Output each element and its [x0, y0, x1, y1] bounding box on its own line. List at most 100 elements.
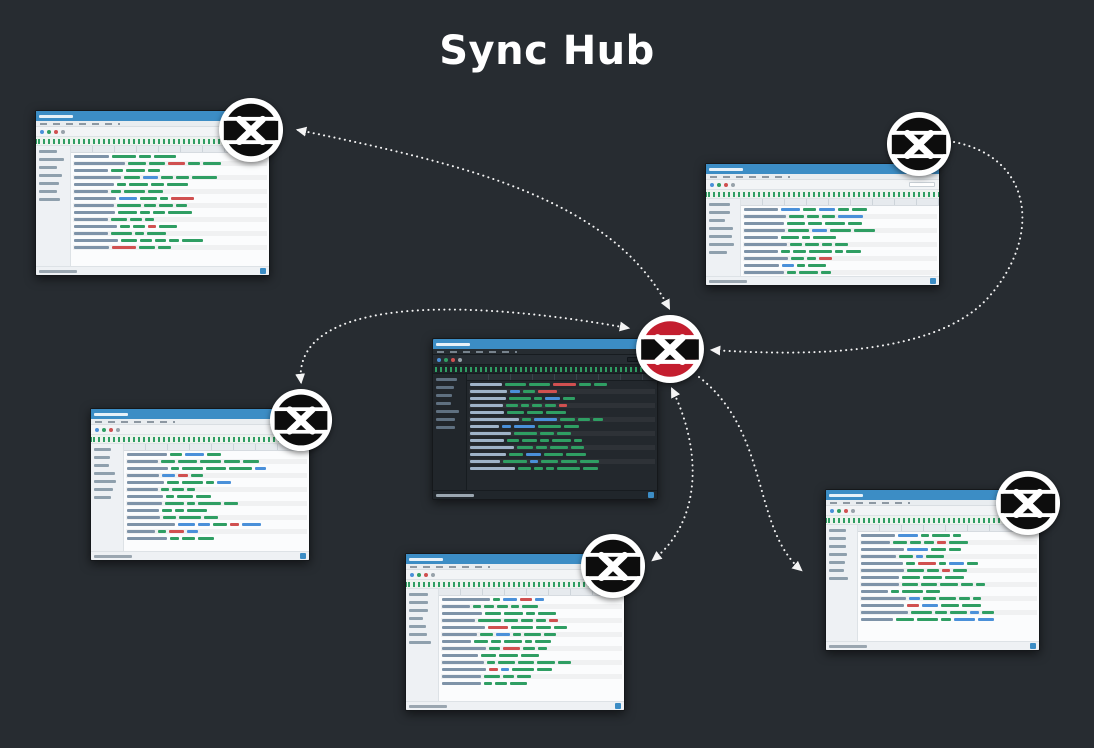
row-text-bar	[821, 243, 833, 246]
sidebar[interactable]	[91, 444, 124, 551]
row-text-bar	[860, 597, 906, 600]
window-center-hub[interactable]	[432, 338, 658, 500]
table-header[interactable]	[857, 525, 1039, 532]
row-text-bar	[570, 446, 584, 449]
row-text-bar	[548, 619, 558, 622]
sidebar-item	[436, 386, 454, 389]
row-text-bar	[206, 481, 214, 484]
toolbar-settings-icon[interactable]	[851, 508, 855, 513]
table-header[interactable]	[740, 199, 939, 206]
row-text-bar	[948, 548, 962, 551]
row-text-bar	[512, 668, 535, 671]
toolbar-stop-icon[interactable]	[109, 427, 113, 432]
sidebar[interactable]	[433, 374, 467, 490]
sync-badge-bottom-center[interactable]	[580, 533, 646, 599]
row-text-bar	[577, 418, 590, 421]
table-header[interactable]	[123, 444, 309, 451]
toolbar-add-icon[interactable]	[40, 129, 44, 134]
toolbar-stop-icon[interactable]	[54, 129, 58, 134]
toolbar-settings-icon[interactable]	[61, 129, 65, 134]
sidebar[interactable]	[706, 199, 741, 276]
table-row	[72, 245, 267, 250]
table-row	[860, 617, 1037, 622]
row-text-bar	[473, 605, 482, 608]
toolbar-start-icon[interactable]	[837, 508, 841, 513]
sidebar[interactable]	[406, 589, 439, 701]
row-text-bar	[907, 569, 924, 572]
row-text-bar	[818, 208, 835, 211]
row-text-bar	[441, 661, 485, 664]
sidebar-item	[409, 601, 429, 604]
toolbar-settings-icon[interactable]	[431, 572, 435, 577]
window-bottom-center[interactable]	[405, 553, 625, 711]
row-text-bar	[782, 264, 795, 267]
row-text-bar	[125, 169, 146, 172]
row-text-bar	[535, 598, 544, 601]
sidebar[interactable]	[36, 146, 71, 266]
row-text-bar	[559, 404, 567, 407]
badge-slit-top	[641, 335, 699, 340]
toolbar-settings-icon[interactable]	[458, 357, 462, 362]
toolbar-start-icon[interactable]	[47, 129, 51, 134]
row-text-bar	[921, 583, 938, 586]
toolbar-start-icon[interactable]	[444, 357, 448, 362]
row-text-bar	[495, 633, 510, 636]
row-text-bar	[977, 618, 995, 621]
search-box[interactable]	[909, 182, 935, 187]
row-text-bar	[469, 383, 502, 386]
table-row	[468, 431, 655, 436]
sync-badge-center-hub[interactable]	[635, 314, 705, 384]
table-row	[469, 410, 655, 415]
table-header[interactable]	[438, 589, 624, 596]
row-text-bar	[148, 225, 157, 228]
toolbar-stop-icon[interactable]	[451, 357, 455, 362]
toolbar-add-icon[interactable]	[710, 182, 714, 187]
toolbar-stop-icon[interactable]	[424, 572, 428, 577]
table-header[interactable]	[466, 374, 657, 381]
window-body	[406, 589, 624, 701]
sync-badge-mid-left[interactable]	[269, 388, 333, 452]
row-text-bar	[166, 495, 174, 498]
sync-badge-top-left[interactable]	[218, 97, 284, 163]
table-row	[72, 217, 267, 222]
table-row	[859, 582, 1037, 587]
row-text-bar	[976, 583, 986, 586]
row-text-bar	[441, 654, 478, 657]
status-bar	[826, 641, 1039, 650]
row-text-bar	[926, 569, 940, 572]
row-text-bar	[939, 562, 947, 565]
row-text-bar	[134, 232, 144, 235]
row-text-bar	[441, 633, 477, 636]
table-row	[469, 466, 655, 471]
toolbar-start-icon[interactable]	[102, 427, 106, 432]
badge-slit-top	[891, 130, 947, 135]
toolbar-add-icon[interactable]	[830, 508, 834, 513]
window-mid-left[interactable]	[90, 408, 310, 561]
toolbar-add-icon[interactable]	[437, 357, 441, 362]
row-text-bar	[819, 257, 832, 260]
toolbar-settings-icon[interactable]	[731, 182, 735, 187]
toolbar-add-icon[interactable]	[95, 427, 99, 432]
table-header[interactable]	[70, 146, 269, 153]
row-text-bar	[553, 626, 567, 629]
toolbar-stop-icon[interactable]	[724, 182, 728, 187]
window-top-right[interactable]	[705, 163, 940, 286]
sync-connection-center-hub-to-bottom-right	[698, 376, 803, 572]
sync-badge-bottom-right[interactable]	[995, 470, 1061, 536]
row-text-bar	[902, 576, 921, 579]
toolbar-settings-icon[interactable]	[116, 427, 120, 432]
row-text-bar	[168, 530, 185, 533]
toolbar-add-icon[interactable]	[410, 572, 414, 577]
row-text-bar	[503, 612, 524, 615]
toolbar-start-icon[interactable]	[717, 182, 721, 187]
content-table	[123, 444, 309, 551]
row-text-bar	[168, 211, 192, 214]
sync-badge-top-right[interactable]	[886, 111, 952, 177]
row-text-bar	[743, 250, 778, 253]
toolbar-start-icon[interactable]	[417, 572, 421, 577]
row-text-bar	[73, 155, 109, 158]
toolbar-stop-icon[interactable]	[844, 508, 848, 513]
window-title-text	[829, 493, 863, 497]
sidebar-item	[39, 166, 57, 169]
sidebar[interactable]	[826, 525, 858, 641]
